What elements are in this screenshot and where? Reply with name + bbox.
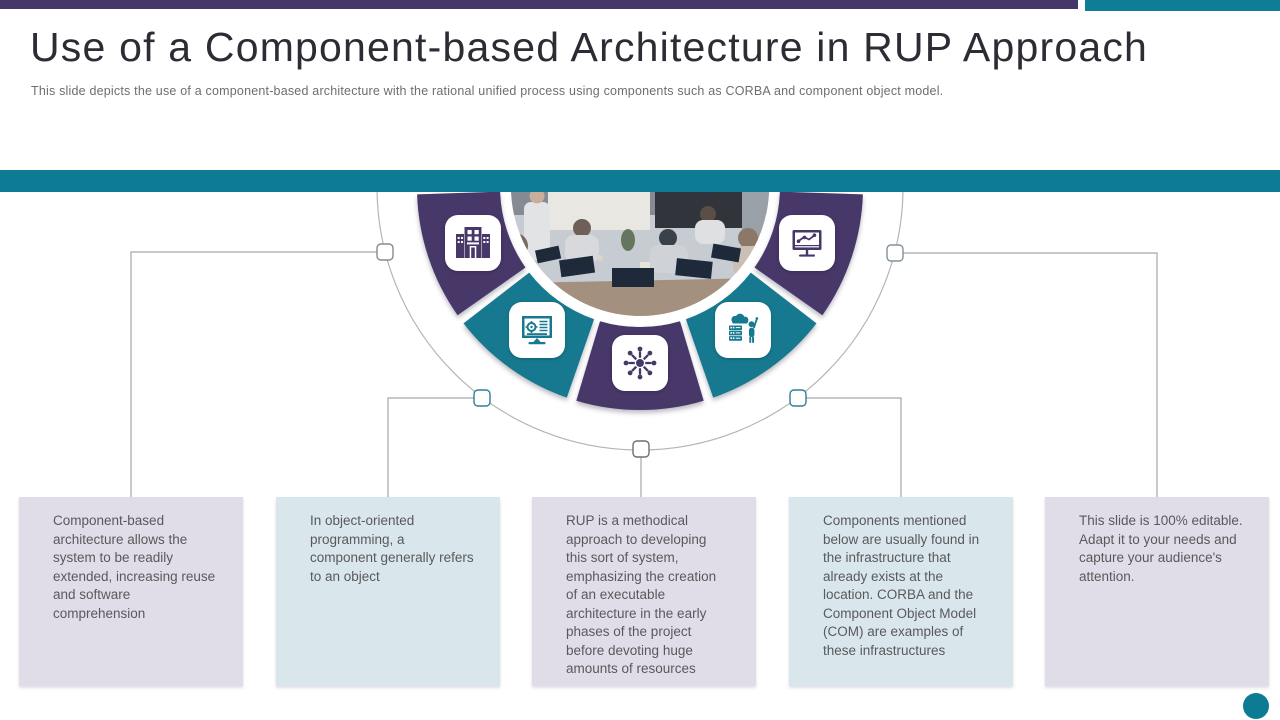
connector-node-4: [789, 389, 807, 407]
connector-node-5: [886, 244, 904, 262]
badge-4: [715, 302, 771, 358]
network-hub-icon: [623, 346, 657, 380]
teal-band: [0, 170, 1280, 192]
text-box-3: RUP is a methodical approach to developi…: [532, 497, 756, 686]
connector-node-2: [473, 389, 491, 407]
header-background: [0, 0, 1280, 170]
top-bar-teal: [1085, 0, 1280, 11]
cloud-server-team-icon: [729, 313, 759, 343]
text-box-1: Component-based architecture allows the …: [19, 497, 243, 686]
chart-monitor-icon: [792, 230, 822, 257]
building-icon: [456, 227, 490, 258]
connector-line-2: [387, 397, 474, 497]
page-title: Use of a Component-based Architecture in…: [30, 24, 1149, 70]
connector-node-3: [632, 440, 650, 458]
text-box-2: In object-oriented programming, a compon…: [276, 497, 500, 686]
connector-line-4: [806, 397, 902, 497]
connector-line-1: [130, 251, 377, 497]
connector-node-1: [376, 243, 394, 261]
corner-dot: [1243, 693, 1269, 719]
top-bar-purple: [0, 0, 1078, 9]
monitor-gear-icon: [522, 316, 552, 345]
text-box-5: This slide is 100% editable. Adapt it to…: [1045, 497, 1269, 686]
connector-line-5: [903, 252, 1158, 497]
text-box-4: Components mentioned below are usually f…: [789, 497, 1013, 686]
page-subtitle: This slide depicts the use of a componen…: [31, 84, 944, 98]
